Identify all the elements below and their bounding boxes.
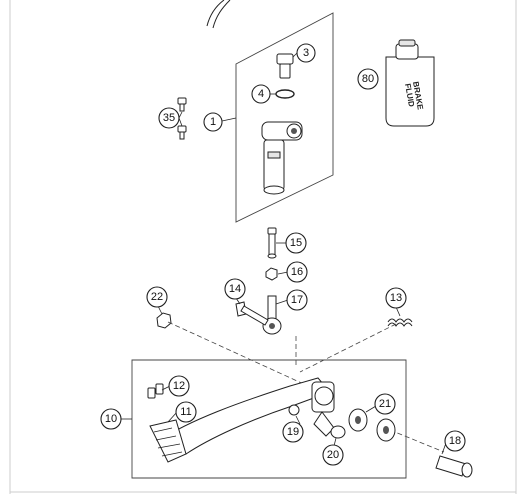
- svg-text:11: 11: [180, 406, 191, 418]
- master-cylinder-frame: [235, 12, 334, 223]
- svg-text:35: 35: [163, 112, 175, 124]
- callout-13: 13: [385, 287, 407, 309]
- callout-19: 19: [282, 421, 304, 443]
- svg-text:14: 14: [229, 283, 241, 295]
- push-rod: [267, 227, 277, 259]
- brake-pedal: [149, 377, 335, 463]
- callout-15: 15: [285, 232, 307, 254]
- callout-80: 80: [357, 68, 379, 90]
- callout-12: 12: [168, 375, 190, 397]
- svg-text:1: 1: [210, 116, 216, 128]
- svg-text:15: 15: [290, 237, 302, 249]
- svg-text:13: 13: [390, 292, 402, 304]
- svg-text:19: 19: [287, 426, 299, 438]
- pivot-nut: [156, 312, 172, 329]
- o-ring: [275, 89, 295, 99]
- pivot-bolt: [435, 455, 473, 478]
- pivot-bushing: [288, 404, 300, 416]
- callout-16: 16: [286, 261, 308, 283]
- mounting-screws: [177, 97, 187, 140]
- brake-hose: [206, 0, 231, 29]
- callout-1: 1: [203, 112, 223, 132]
- pivot-bearings: [348, 408, 396, 442]
- brake-fluid-can: BRAKE FLUID: [385, 39, 435, 127]
- pedal-assembly-frame: [131, 359, 407, 479]
- reservoir-cap: [276, 53, 294, 79]
- callout-18: 18: [444, 430, 466, 452]
- svg-text:17: 17: [291, 294, 303, 306]
- callout-11: 11: [175, 401, 197, 423]
- svg-text:12: 12: [173, 380, 185, 392]
- svg-text:4: 4: [258, 88, 264, 100]
- callout-35: 35: [158, 107, 180, 129]
- svg-text:20: 20: [327, 449, 339, 461]
- callout-17: 17: [286, 289, 308, 311]
- svg-text:16: 16: [291, 266, 303, 278]
- svg-text:10: 10: [105, 413, 117, 425]
- callout-14: 14: [224, 278, 246, 300]
- callout-3: 3: [296, 43, 316, 63]
- callout-21: 21: [374, 393, 396, 415]
- clevis-bolt: [235, 301, 269, 326]
- pivot-washer: [330, 425, 346, 439]
- pedal-tip-pins: [147, 383, 164, 399]
- svg-text:21: 21: [379, 398, 391, 410]
- clevis-assembly: [262, 295, 282, 335]
- callout-10: 10: [100, 408, 122, 430]
- can-label-fluid: FLUID: [403, 83, 416, 108]
- svg-text:22: 22: [151, 291, 163, 303]
- callout-20: 20: [322, 444, 344, 466]
- svg-text:80: 80: [362, 73, 374, 85]
- alignment-line-d: [389, 429, 445, 453]
- svg-text:18: 18: [449, 435, 461, 447]
- push-rod-nut: [265, 267, 278, 281]
- return-spring: [387, 318, 413, 327]
- svg-text:3: 3: [303, 47, 309, 59]
- callout-4: 4: [251, 84, 271, 104]
- master-cylinder-body: [261, 121, 303, 195]
- alignment-line-b: [299, 323, 397, 373]
- callout-22: 22: [146, 286, 168, 308]
